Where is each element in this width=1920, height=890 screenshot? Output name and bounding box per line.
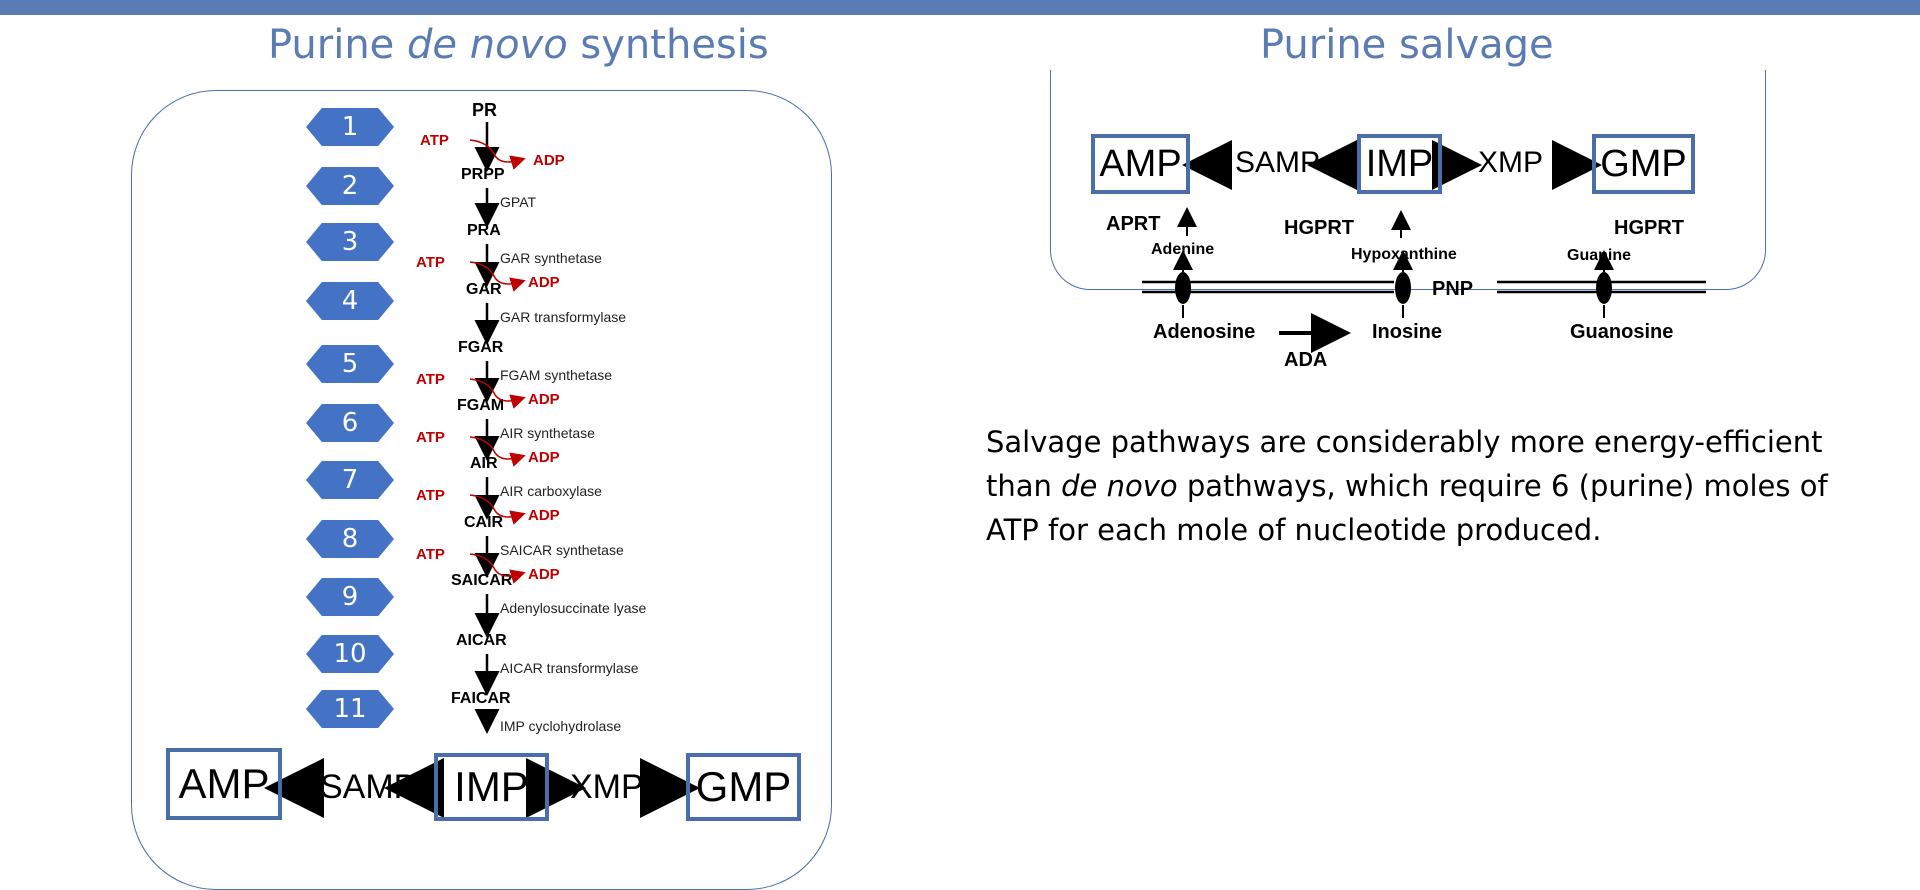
atp-side-arrow bbox=[469, 553, 526, 584]
left-samp-label: SAMP bbox=[320, 768, 417, 806]
gmp-label: GMP bbox=[1600, 143, 1687, 185]
description-part: pathways, which require 6 (purine) moles… bbox=[986, 469, 1828, 547]
guanine-label: Guanine bbox=[1567, 247, 1632, 264]
salvage-description: Salvage pathways are considerably more e… bbox=[986, 420, 1866, 552]
step-10-badge: 10 bbox=[306, 635, 394, 673]
atp-label: ATP bbox=[420, 132, 449, 149]
enzyme-label: GPAT bbox=[500, 194, 537, 210]
atp-label: ATP bbox=[416, 254, 445, 271]
adp-label: ADP bbox=[528, 449, 560, 466]
pathway-arrows bbox=[264, 122, 1706, 818]
atp-label: ATP bbox=[416, 487, 445, 504]
left-title-part: Purine bbox=[268, 22, 408, 68]
metabolite-pr: PR bbox=[472, 100, 498, 120]
enzyme-label: FGAM synthetase bbox=[500, 367, 613, 383]
atp-side-arrow bbox=[469, 494, 526, 525]
adp-label: ADP bbox=[528, 566, 560, 583]
amp-label: AMP bbox=[178, 760, 270, 807]
step-1-badge: 1 bbox=[306, 108, 394, 146]
description-italic: de novo bbox=[1061, 469, 1178, 503]
transporter-icon bbox=[1596, 272, 1612, 304]
transporter-icon bbox=[1175, 272, 1191, 304]
step-8-badge: 8 bbox=[306, 520, 394, 558]
left-title-italic: de novo bbox=[407, 22, 568, 68]
enzyme-label: AIR carboxylase bbox=[500, 483, 602, 499]
right-imp-box: IMP bbox=[1357, 134, 1442, 194]
right-gmp-box: GMP bbox=[1592, 134, 1695, 194]
atp-label: ATP bbox=[416, 429, 445, 446]
hypoxanthine-label: Hypoxanthine bbox=[1351, 246, 1457, 263]
atp-side-arrow bbox=[469, 378, 526, 409]
enzyme-label: SAICAR synthetase bbox=[500, 542, 624, 558]
step-11-badge: 11 bbox=[306, 690, 394, 728]
adenine-label: Adenine bbox=[1151, 241, 1215, 258]
enzyme-label: GAR transformylase bbox=[500, 309, 627, 325]
left-xmp-label: XMP bbox=[570, 768, 644, 806]
adp-label: ADP bbox=[533, 152, 565, 169]
step-9-badge: 9 bbox=[306, 578, 394, 616]
left-title-part: synthesis bbox=[567, 22, 769, 68]
adp-label: ADP bbox=[528, 274, 560, 291]
adp-label: ADP bbox=[528, 507, 560, 524]
adenosine-label: Adenosine bbox=[1153, 321, 1256, 343]
gmp-label: GMP bbox=[695, 763, 792, 810]
step-4-badge: 4 bbox=[306, 282, 394, 320]
transporter-icon bbox=[1395, 272, 1411, 304]
atp-label: ATP bbox=[416, 546, 445, 563]
atp-label: ATP bbox=[416, 371, 445, 388]
enzyme-label: IMP cyclohydrolase bbox=[500, 718, 622, 734]
enzyme-label: Adenylosuccinate lyase bbox=[500, 600, 647, 616]
hgprt-label: HGPRT bbox=[1284, 217, 1354, 239]
top-accent-bar bbox=[0, 0, 1920, 15]
imp-label: IMP bbox=[454, 763, 529, 810]
atp-side-arrow bbox=[469, 436, 526, 467]
atp-side-arrow bbox=[469, 139, 526, 170]
inosine-label: Inosine bbox=[1372, 321, 1443, 343]
right-amp-box: AMP bbox=[1091, 134, 1190, 194]
enzyme-label: AIR synthetase bbox=[500, 425, 595, 441]
step-7-badge: 7 bbox=[306, 461, 394, 499]
right-samp-label: SAMP bbox=[1235, 146, 1321, 179]
left-gmp-box: GMP bbox=[686, 753, 801, 821]
enzyme-label: GAR synthetase bbox=[500, 250, 602, 266]
hgprt-label: HGPRT bbox=[1614, 217, 1684, 239]
left-title: Purine de novo synthesis bbox=[268, 22, 769, 68]
left-amp-box: AMP bbox=[166, 748, 282, 820]
pnp-label: PNP bbox=[1432, 278, 1474, 300]
imp-label: IMP bbox=[1365, 143, 1434, 185]
description-part: Salvage pathways are considerably more e… bbox=[986, 425, 1823, 503]
ada-label: ADA bbox=[1284, 349, 1328, 371]
step-2-badge: 2 bbox=[306, 167, 394, 205]
left-imp-box: IMP bbox=[434, 753, 549, 821]
step-5-badge: 5 bbox=[306, 345, 394, 383]
aprt-label: APRT bbox=[1106, 213, 1161, 235]
right-xmp-label: XMP bbox=[1478, 146, 1544, 179]
atp-side-arrow bbox=[469, 261, 526, 292]
adp-label: ADP bbox=[528, 391, 560, 408]
guanosine-label: Guanosine bbox=[1570, 321, 1674, 343]
step-3-badge: 3 bbox=[306, 223, 394, 261]
amp-label: AMP bbox=[1099, 143, 1182, 185]
enzyme-label: AICAR transformylase bbox=[500, 660, 639, 676]
right-title: Purine salvage bbox=[1260, 22, 1554, 68]
step-6-badge: 6 bbox=[306, 404, 394, 442]
